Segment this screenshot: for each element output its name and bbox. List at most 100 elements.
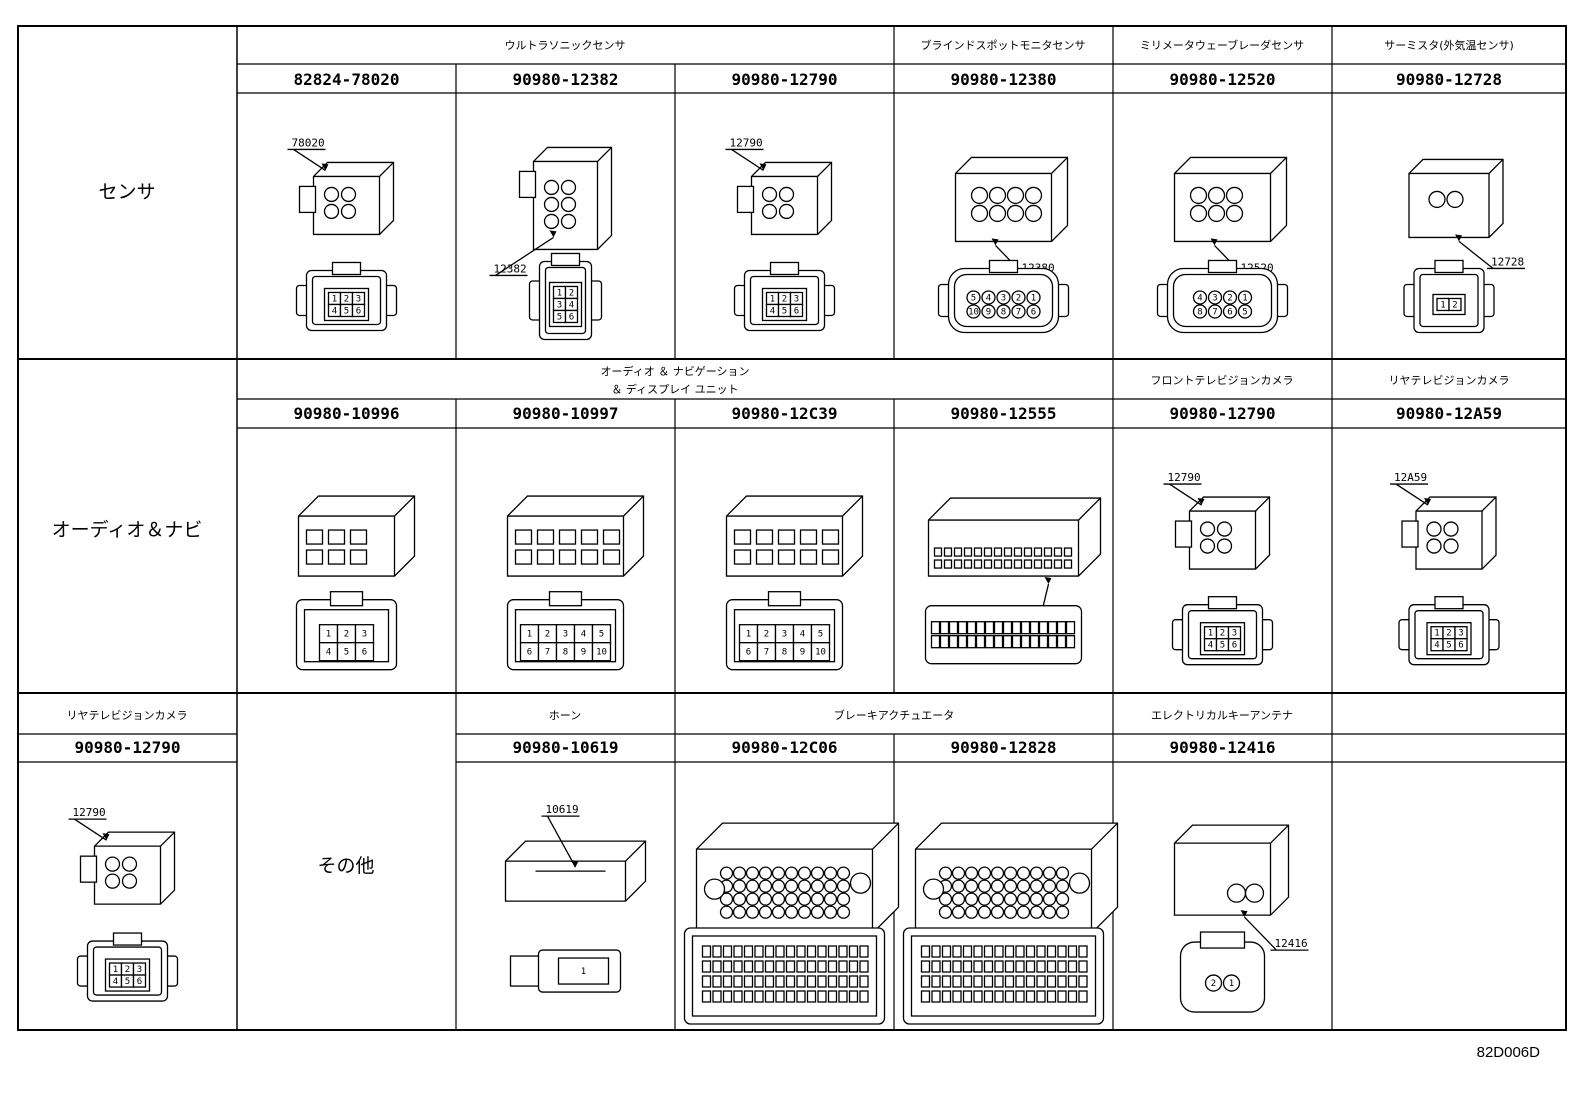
pin-hole bbox=[964, 879, 979, 893]
pin-cell bbox=[941, 945, 952, 958]
callout-leader bbox=[1395, 483, 1429, 506]
pin-cell bbox=[557, 957, 610, 985]
cavity bbox=[973, 559, 983, 569]
part-number: 90980-12555 bbox=[951, 404, 1057, 423]
cavity bbox=[943, 547, 953, 557]
pin-hole bbox=[1426, 538, 1442, 554]
pin-cell bbox=[983, 975, 994, 988]
pin-hole bbox=[784, 879, 799, 893]
pin-frame bbox=[1426, 622, 1472, 656]
pin-cell bbox=[966, 290, 981, 305]
cavity bbox=[1063, 547, 1073, 557]
pin-cell bbox=[994, 990, 1004, 1003]
face-latch bbox=[1199, 931, 1246, 949]
pin-hole bbox=[543, 179, 560, 196]
pin-cell bbox=[1057, 990, 1067, 1003]
pin-cell bbox=[743, 960, 754, 973]
face-inner bbox=[1172, 273, 1273, 328]
diagram-code: 82D006D bbox=[1477, 1044, 1541, 1061]
pin-cell bbox=[1078, 975, 1088, 988]
pin-cell bbox=[931, 945, 941, 958]
pin-hole bbox=[970, 204, 989, 223]
header-audio-nav-line2: ＆ ディスプレイ ユニット bbox=[611, 382, 738, 396]
pin-number: 4 bbox=[1208, 641, 1213, 651]
pin-number: 1 bbox=[581, 967, 586, 977]
pin-frame bbox=[323, 287, 370, 322]
part-number: 90980-12C06 bbox=[732, 738, 838, 757]
latch-side bbox=[1401, 520, 1419, 548]
part-number: 90980-12520 bbox=[1170, 70, 1276, 89]
pin-number: 5 bbox=[344, 306, 349, 316]
face-inner bbox=[1414, 610, 1484, 660]
callout-arrow bbox=[549, 230, 557, 238]
pin-number: 4 bbox=[569, 300, 574, 310]
cavity bbox=[733, 529, 752, 545]
pin-cell bbox=[806, 975, 817, 988]
pin-cell bbox=[775, 990, 785, 1003]
pin-number: 6 bbox=[1232, 641, 1237, 651]
pin-hole bbox=[1216, 538, 1233, 554]
callout-label: 12790 bbox=[73, 806, 106, 819]
cavity bbox=[821, 529, 840, 545]
pin-cell bbox=[733, 960, 743, 973]
pin-cell bbox=[722, 990, 733, 1003]
pin-cell bbox=[764, 945, 775, 958]
pin-number: 2 bbox=[1452, 300, 1457, 310]
pin-cell bbox=[785, 945, 796, 958]
pin-number: 7 bbox=[1016, 307, 1021, 317]
pin-cell bbox=[785, 960, 796, 973]
pin-cell bbox=[1207, 290, 1223, 305]
pin-cell bbox=[775, 945, 785, 958]
pin-cell bbox=[1078, 990, 1088, 1003]
pin-hole bbox=[719, 892, 734, 906]
pin-cell bbox=[1011, 304, 1026, 319]
callout-leader bbox=[495, 236, 554, 276]
pin-cell bbox=[859, 975, 869, 988]
pin-cell bbox=[827, 945, 838, 958]
pin-cell bbox=[796, 945, 806, 958]
pin-cell bbox=[848, 945, 859, 958]
pin-cell bbox=[1025, 990, 1036, 1003]
pin-cell bbox=[827, 990, 838, 1003]
pin-cell bbox=[1038, 635, 1049, 649]
pin-hole bbox=[1003, 892, 1018, 906]
cavity bbox=[1003, 559, 1013, 569]
pin-number: 10 bbox=[815, 648, 826, 658]
connector-cell: 90980-12C06 bbox=[683, 738, 900, 1025]
pin-cell bbox=[1227, 638, 1242, 652]
pin-cell bbox=[1067, 990, 1078, 1003]
pin-cell bbox=[1046, 960, 1057, 973]
cavity bbox=[777, 549, 796, 565]
face-inner bbox=[749, 275, 820, 326]
pin-cell bbox=[775, 960, 785, 973]
face-latch bbox=[1207, 596, 1238, 610]
pin-cell bbox=[948, 635, 959, 649]
pin-number: 4 bbox=[581, 630, 586, 640]
pin-cell bbox=[743, 945, 754, 958]
pin-hole bbox=[938, 892, 953, 906]
pin-hole bbox=[988, 204, 1007, 223]
pin-hole bbox=[1225, 186, 1244, 205]
callout-label: 12416 bbox=[1275, 937, 1308, 950]
face-shell bbox=[924, 605, 1083, 665]
pin-hole bbox=[560, 196, 577, 213]
callout-label: 10619 bbox=[546, 803, 579, 816]
pin-hole bbox=[323, 203, 340, 220]
pin-number: 3 bbox=[362, 630, 367, 640]
pin-number: 6 bbox=[1031, 307, 1036, 317]
callout-leader bbox=[74, 818, 107, 841]
pin-number: 2 bbox=[569, 288, 574, 298]
callout-leader bbox=[546, 815, 577, 868]
pin-number: 6 bbox=[569, 312, 574, 322]
pin-hole bbox=[990, 866, 1005, 880]
pin-cell bbox=[931, 975, 941, 988]
pin-frame bbox=[548, 281, 583, 328]
pin-cell bbox=[941, 975, 952, 988]
pin-cell bbox=[564, 309, 579, 324]
pin-hole bbox=[1024, 204, 1043, 223]
pin-hole bbox=[1003, 879, 1018, 893]
